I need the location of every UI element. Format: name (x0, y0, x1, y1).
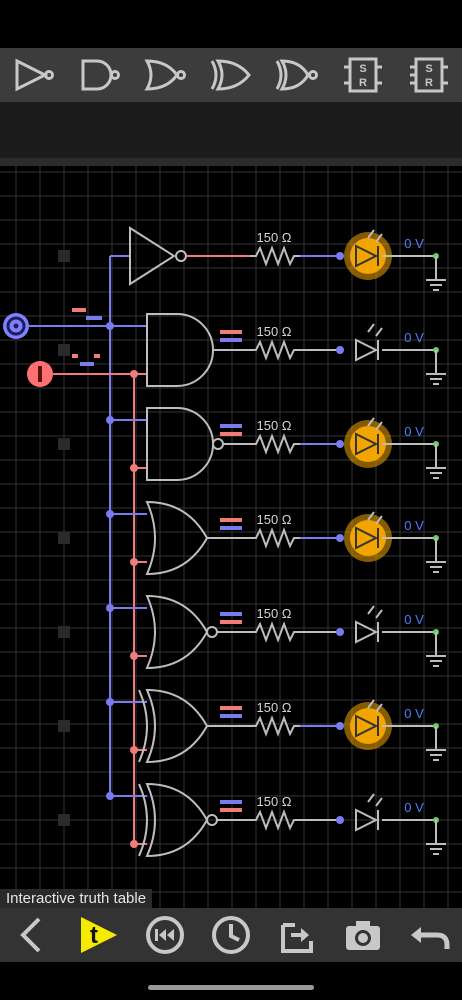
voltage-label: 0 V (404, 330, 424, 345)
voltage-label: 0 V (404, 706, 424, 721)
led-icon (355, 526, 379, 550)
resistor-label: 150 Ω (256, 230, 291, 245)
resistor-icon (250, 527, 300, 549)
camera-icon (346, 921, 380, 950)
resistor-label: 150 Ω (256, 418, 291, 433)
voltage-label: 0 V (404, 612, 424, 627)
nand-gate-tool[interactable] (72, 48, 126, 102)
gate-toolbar: S R S R (0, 48, 462, 102)
chevron-left-icon (20, 917, 41, 953)
rewind-icon (146, 916, 184, 954)
nor-gate-icon (145, 594, 209, 670)
inputs[interactable] (3, 313, 53, 387)
sr-latch-r-label: R (359, 77, 367, 89)
bottom-toolbar: t (0, 908, 462, 962)
led-icon (355, 714, 379, 738)
truth-table-icon: t (81, 917, 117, 953)
not-gate-icon (129, 226, 176, 286)
resistor-icon (250, 621, 300, 643)
rewind-button[interactable] (139, 909, 191, 961)
voltage-label: 0 V (404, 424, 424, 439)
grid (0, 166, 462, 908)
circuit-canvas[interactable]: 150 Ω 0 V 150 Ω 0 V 150 Ω 0 V 150 Ω 0 V 150 Ω 0 V… (0, 166, 462, 908)
gate-row-or[interactable]: 150 Ω 0 V (106, 500, 446, 576)
nor-gate-tool[interactable] (138, 48, 192, 102)
truth-table-label: Interactive truth table (0, 889, 153, 909)
led-icon (355, 808, 379, 832)
nor-gate-icon (144, 59, 186, 91)
resistor-label: 150 Ω (256, 700, 291, 715)
resistor-icon (250, 339, 300, 361)
led-icon (355, 338, 379, 362)
gate-row-and[interactable]: 150 Ω 0 V (106, 313, 446, 387)
gate-row-nand[interactable]: 150 Ω 0 V (106, 407, 446, 481)
gate-row-not[interactable]: 150 Ω 0 V (110, 226, 446, 291)
xor-gate-icon (210, 59, 251, 91)
camera-button[interactable] (337, 909, 389, 961)
xnor-gate-icon (275, 59, 318, 91)
history-button[interactable] (205, 909, 257, 961)
xor-gate-icon (145, 688, 209, 764)
sr-latch-icon: S R (344, 57, 382, 93)
back-button[interactable] (7, 909, 59, 961)
gate-row-xor[interactable]: 150 Ω 0 V (106, 688, 446, 764)
resistor-icon (250, 809, 300, 831)
resistor-icon (250, 433, 300, 455)
gate-row-nor[interactable]: 150 Ω 0 V (106, 594, 446, 670)
led-icon (355, 432, 379, 456)
voltage-label: 0 V (404, 518, 424, 533)
truth-table-t: t (90, 922, 98, 949)
resistor-icon (250, 245, 300, 267)
undo-icon (411, 927, 450, 949)
led-icon (355, 244, 379, 268)
toolbar-divider (0, 158, 462, 166)
resistor-label: 150 Ω (256, 794, 291, 809)
sr-flipflop-icon: S R (410, 57, 448, 93)
undo-button[interactable] (403, 909, 455, 961)
resistor-label: 150 Ω (256, 606, 291, 621)
and-gate-icon (146, 313, 214, 387)
sr-flipflop-r-label: R (425, 77, 433, 89)
xor-gate-tool[interactable] (204, 48, 258, 102)
resistor-icon (250, 715, 300, 737)
sr-flipflop-tool[interactable]: S R (402, 48, 456, 102)
input-1-switch[interactable] (27, 361, 53, 387)
buffer-gate-icon (15, 58, 54, 92)
input-0-switch[interactable] (3, 313, 29, 339)
buffer-gate-tool[interactable] (6, 48, 60, 102)
sr-latch-s-label: S (359, 63, 366, 75)
circuit-svg[interactable]: 150 Ω 0 V 150 Ω 0 V 150 Ω 0 V 150 Ω 0 V 150 Ω 0 V… (0, 166, 462, 908)
input-bus (29, 256, 135, 842)
gate-row-xnor[interactable]: 150 Ω 0 V (106, 782, 446, 858)
clock-icon (212, 916, 250, 954)
voltage-label: 0 V (404, 800, 424, 815)
nand-gate-icon (146, 407, 214, 481)
xnor-gate-tool[interactable] (270, 48, 324, 102)
truth-table-button[interactable]: t (73, 909, 125, 961)
led-icon (355, 620, 379, 644)
or-gate-icon (145, 500, 209, 576)
secondary-toolbar (0, 102, 462, 158)
import-button[interactable] (271, 909, 323, 961)
gate-rows: 150 Ω 0 V 150 Ω 0 V 150 Ω 0 V 150 Ω 0 V 150 Ω 0 V… (106, 226, 446, 858)
home-indicator (148, 985, 314, 990)
resistor-label: 150 Ω (256, 324, 291, 339)
nand-gate-icon (81, 59, 120, 91)
sr-latch-tool[interactable]: S R (336, 48, 390, 102)
grid-pads (58, 250, 70, 826)
voltage-label: 0 V (404, 236, 424, 251)
xnor-gate-icon (145, 782, 209, 858)
import-icon (281, 923, 313, 953)
sr-flipflop-s-label: S (425, 63, 432, 75)
resistor-label: 150 Ω (256, 512, 291, 527)
